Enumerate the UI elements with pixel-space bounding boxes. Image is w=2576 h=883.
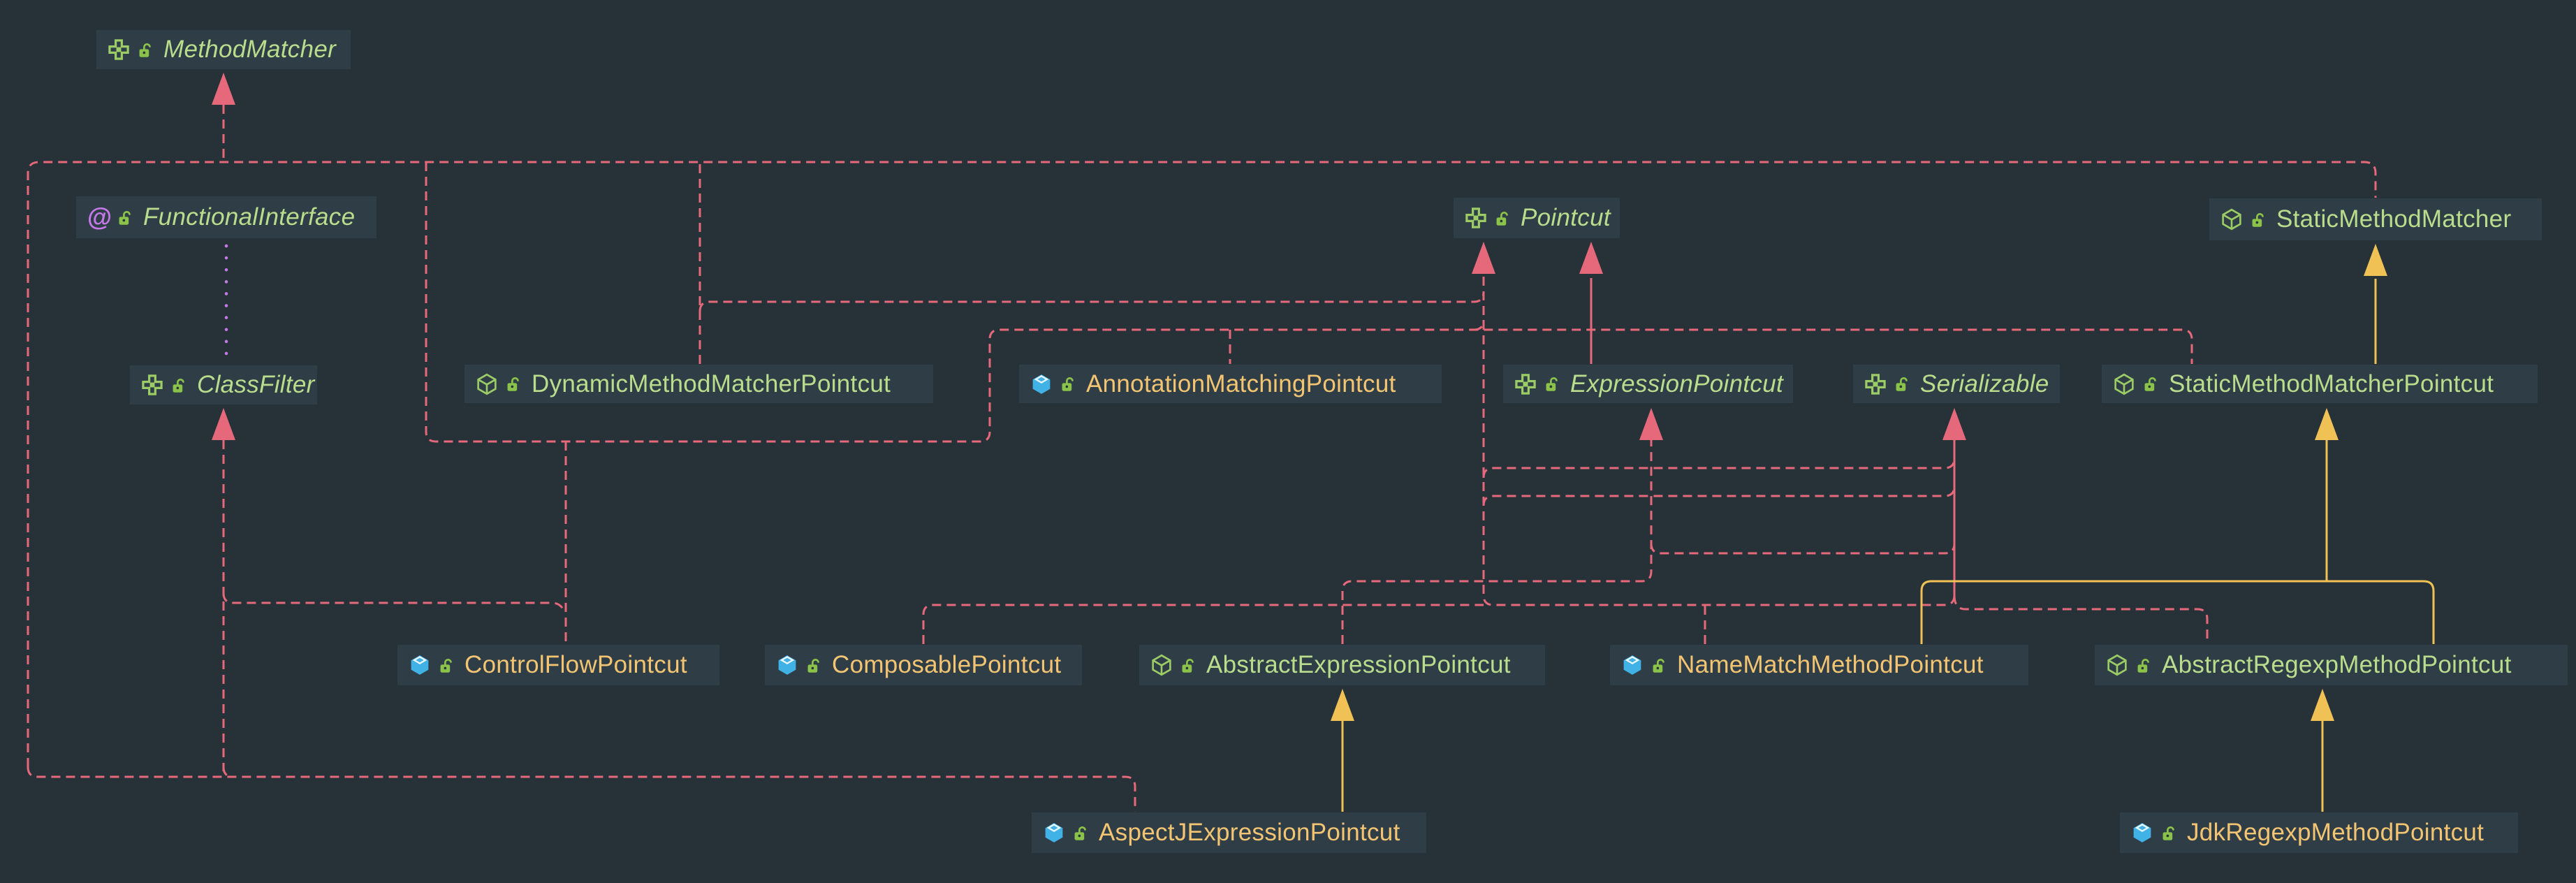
arrowhead-serializable xyxy=(1942,408,1966,440)
interface-icon xyxy=(1514,373,1537,395)
class-name: ExpressionPointcut xyxy=(1570,370,1784,397)
edge-abstractregexp-serializable xyxy=(1953,594,2209,644)
class-name: StaticMethodMatcher xyxy=(2276,205,2512,233)
node-serializable[interactable]: Serializable xyxy=(1852,364,2061,404)
unlocked-lock-icon xyxy=(437,657,455,674)
arrowhead-classfilter xyxy=(212,408,235,440)
class-name: JdkRegexpMethodPointcut xyxy=(2187,819,2484,846)
abstract-class-icon xyxy=(2106,654,2128,676)
arrowhead-abstractregexpmethodpointcut xyxy=(2311,689,2334,721)
unlocked-lock-icon xyxy=(1543,375,1560,393)
class-icon xyxy=(1621,654,1644,676)
unlocked-lock-icon xyxy=(1493,210,1511,227)
class-name: FunctionalInterface xyxy=(143,203,356,231)
class-name: Pointcut xyxy=(1521,204,1611,231)
class-name: DynamicMethodMatcherPointcut xyxy=(532,370,891,397)
arrowhead-smmp xyxy=(2315,408,2339,440)
node-methodmatcher[interactable]: MethodMatcher xyxy=(96,29,351,70)
edge-bottom-trunk-aspectj xyxy=(27,766,1136,812)
unlocked-lock-icon xyxy=(1071,824,1089,842)
interface-icon xyxy=(141,374,163,396)
interface-icon xyxy=(108,38,130,61)
edge-pointcutleft-serializable-bus xyxy=(1482,277,1956,606)
unlocked-lock-icon xyxy=(2142,375,2159,393)
unlocked-lock-icon xyxy=(1179,657,1196,674)
unlocked-lock-icon xyxy=(1650,657,1667,674)
unlocked-lock-icon xyxy=(805,657,822,674)
class-name: AbstractExpressionPointcut xyxy=(1206,651,1511,678)
class-name: AspectJExpressionPointcut xyxy=(1099,819,1400,846)
edge-dynamic-pointcut xyxy=(698,291,1485,312)
abstract-class-icon xyxy=(476,373,498,395)
unlocked-lock-icon xyxy=(2135,657,2152,674)
class-name: StaticMethodMatcherPointcut xyxy=(2169,370,2494,397)
class-name: AnnotationMatchingPointcut xyxy=(1086,370,1396,397)
class-name: ClassFilter xyxy=(197,371,315,398)
edge-serializable-h2 xyxy=(1482,486,1956,506)
unlocked-lock-icon xyxy=(136,41,154,59)
node-annotationmatchingpointcut[interactable]: AnnotationMatchingPointcut xyxy=(1018,364,1442,404)
class-icon xyxy=(1030,373,1053,395)
edge-serializable-h1 xyxy=(1482,458,1956,479)
edge-extends-bus xyxy=(1920,580,2435,644)
node-classfilter[interactable]: ClassFilter xyxy=(129,365,318,405)
node-expressionpointcut[interactable]: ExpressionPointcut xyxy=(1502,364,1794,404)
class-icon xyxy=(1043,822,1065,844)
node-functionalinterface[interactable]: @ FunctionalInterface xyxy=(75,196,377,239)
arrowhead-expressionpointcut xyxy=(1639,408,1663,440)
node-dynamicmethodmatcherpointcut[interactable]: DynamicMethodMatcherPointcut xyxy=(464,364,934,404)
node-abstractexpressionpointcut[interactable]: AbstractExpressionPointcut xyxy=(1139,644,1546,686)
edge-classfilter-controlflow xyxy=(222,592,566,613)
node-aspectjexpressionpointcut[interactable]: AspectJExpressionPointcut xyxy=(1031,812,1427,854)
class-name: Serializable xyxy=(1920,370,2049,397)
unlocked-lock-icon xyxy=(116,209,133,226)
class-icon xyxy=(2131,822,2153,844)
node-pointcut[interactable]: Pointcut xyxy=(1453,197,1620,239)
abstract-class-icon xyxy=(2220,208,2243,231)
annotation-at-icon: @ xyxy=(87,203,112,231)
node-controlflowpointcut[interactable]: ControlFlowPointcut xyxy=(397,644,720,686)
node-abstractregexpmethodpointcut[interactable]: AbstractRegexpMethodPointcut xyxy=(2094,644,2568,686)
edge-trunk-methodmatcher xyxy=(27,161,2377,767)
unlocked-lock-icon xyxy=(2249,211,2267,228)
arrowhead-methodmatcher xyxy=(212,73,235,105)
class-name: ComposablePointcut xyxy=(832,651,1062,678)
class-name: MethodMatcher xyxy=(163,36,337,63)
edge-controlflow-bundle xyxy=(425,162,2193,443)
class-name: AbstractRegexpMethodPointcut xyxy=(2162,651,2512,678)
arrowhead-abstractexpressionpointcut xyxy=(1331,689,1354,721)
class-icon xyxy=(776,654,798,676)
class-name: NameMatchMethodPointcut xyxy=(1677,651,1984,678)
node-staticmethodmatcherpointcut[interactable]: StaticMethodMatcherPointcut xyxy=(2101,364,2538,404)
class-name: ControlFlowPointcut xyxy=(464,651,687,678)
abstract-class-icon xyxy=(2113,373,2135,395)
arrowhead-pointcut-right xyxy=(1579,242,1603,274)
node-composablepointcut[interactable]: ComposablePointcut xyxy=(764,644,1083,686)
interface-icon xyxy=(1864,373,1887,395)
class-icon xyxy=(409,654,431,676)
node-jdkregexpmethodpointcut[interactable]: JdkRegexpMethodPointcut xyxy=(2119,812,2519,854)
abstract-class-icon xyxy=(1150,654,1173,676)
node-namematchmethodpointcut[interactable]: NameMatchMethodPointcut xyxy=(1609,644,2029,686)
unlocked-lock-icon xyxy=(1059,375,1076,393)
edge-bundle-to-pointcut-left xyxy=(1473,319,1485,331)
edge-composable-riser xyxy=(922,604,1484,644)
arrowhead-pointcut-left xyxy=(1472,242,1495,274)
interface-icon xyxy=(1465,207,1487,229)
edge-classfilter-bottom-merge xyxy=(222,766,234,778)
node-staticmethodmatcher[interactable]: StaticMethodMatcher xyxy=(2209,198,2542,241)
edge-serializable-h3 xyxy=(1650,543,1956,555)
unlocked-lock-icon xyxy=(170,377,187,394)
edge-abstractexpr-expressionpointcut xyxy=(1341,440,1653,644)
unlocked-lock-icon xyxy=(1893,375,1910,393)
unlocked-lock-icon xyxy=(504,375,522,393)
unlocked-lock-icon xyxy=(2160,824,2177,842)
arrowhead-staticmethodmatcher xyxy=(2364,244,2387,276)
